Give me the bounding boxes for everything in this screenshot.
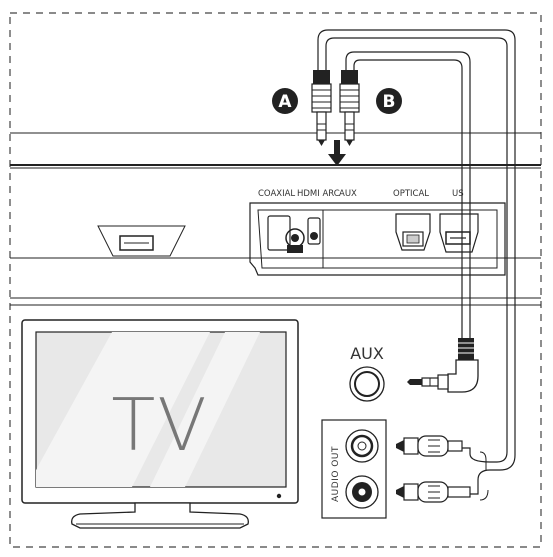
tv-aux-label: AUX [350,344,384,363]
tv-label: TV [111,383,208,467]
usb-port [439,213,479,253]
badge-a: A [272,88,298,114]
badge-a-text: A [278,92,292,112]
hdmi-arc-label: HDMI ARC [297,189,340,199]
coaxial-jack [267,215,305,253]
soundbar-rear-panel: COAXIAL HDMI ARC AUX OPTICAL US [10,132,541,306]
tv-aux-jack: AUX [349,344,385,402]
usb-label: US [452,189,464,199]
coaxial-label: COAXIAL [258,189,295,199]
port-panel [249,202,506,276]
vent-slot [97,225,186,257]
plug-a [311,70,332,146]
audio-out-panel: AUDIO OUT [321,419,387,519]
aux-label: AUX [339,189,357,199]
audio-cable [317,29,516,501]
audio-out-label: AUDIO OUT [331,446,341,502]
diagram-frame [9,12,542,548]
rca-jack-white [345,429,379,463]
badge-b: B [376,88,402,114]
plug-b [339,70,360,146]
aux-input-jack [307,217,321,245]
insert-arrow-icon [328,140,346,166]
right-angle-plug [407,338,479,393]
rca-plug-upper [396,435,463,457]
rca-jack-red [345,475,379,509]
optical-port [395,213,431,251]
optical-label: OPTICAL [393,189,429,199]
rca-plug-lower [396,481,471,503]
tv: TV [21,319,299,529]
badge-b-text: B [383,92,396,112]
